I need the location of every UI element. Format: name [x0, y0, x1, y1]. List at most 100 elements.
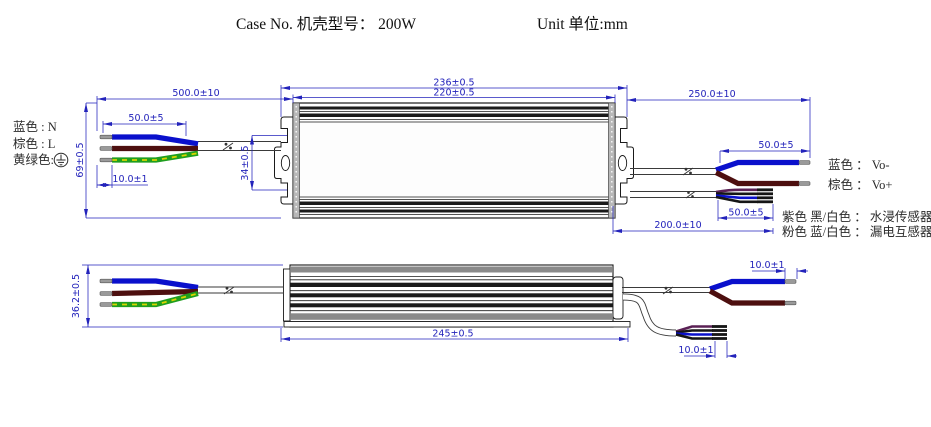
- top-sensor-wires: [630, 188, 773, 204]
- side-sensor-wires: [622, 293, 727, 340]
- drawing-header: Case No. 机壳型号： 200W Unit 单位:mm: [236, 15, 628, 33]
- output-blue-wire: [709, 278, 785, 292]
- input-brown-ferrule: [99, 146, 113, 151]
- sensor-wire-tip: [757, 200, 773, 204]
- dim-label: 10.0±1: [112, 174, 147, 185]
- dim-label: 500.0±10: [172, 88, 219, 99]
- legend-leakage-sensor: 粉色 蓝/白色 ： 漏电互感器: [782, 224, 931, 239]
- top-output-wires: [630, 159, 811, 187]
- dim-label: 245±0.5: [432, 329, 473, 340]
- dim-sensor-strip: 50.0±5: [717, 200, 774, 221]
- dim-label: 236±0.5: [433, 78, 474, 89]
- legend-brown-l: 棕色 : L: [13, 136, 55, 151]
- input-blue-wire: [112, 134, 199, 147]
- case-bottom-fins: [299, 196, 609, 215]
- side-view-dimensions: 36.2±0.5 245±0.5 10.0±1 10.0±1: [71, 260, 808, 358]
- ground-icon: [53, 152, 69, 168]
- case-no-title: Case No. 机壳型号： 200W: [236, 15, 416, 33]
- dim-label: 10.0±1: [749, 260, 784, 271]
- output-brown-ferrule: [798, 181, 811, 186]
- input-green-wire: [112, 150, 199, 163]
- legend-blue-n: 蓝色 : N: [13, 119, 57, 134]
- cable-break-mark: [222, 142, 234, 151]
- output-wire-legend: 蓝色 ： Vo- 棕色 ： Vo+ 紫色 黑/白色 ： 水浸传感器 粉色 蓝/白…: [782, 157, 931, 239]
- legend-yellow-green: 黄绿色:: [13, 152, 54, 167]
- dim-output-tip: 10.0±1: [749, 260, 808, 279]
- sensor-blue-white-wire: [675, 332, 713, 336]
- dim-label: 220±0.5: [433, 88, 474, 99]
- dim-input-cable: 500.0±10: [96, 88, 293, 131]
- sensor-pink-wire: [675, 333, 713, 340]
- case-end-plates: [292, 102, 616, 219]
- dim-label: 69±0.5: [75, 142, 86, 177]
- dim-mount-offset: 34±0.5: [240, 135, 287, 191]
- sensor-wire-tip: [712, 333, 727, 336]
- side-input-wires: [99, 278, 284, 308]
- dim-input-tip: 10.0±1: [96, 165, 148, 188]
- input-brown-wire: [111, 288, 199, 297]
- input-green-ferrule: [99, 302, 113, 307]
- dim-label: 50.0±5: [128, 113, 163, 124]
- dim-label: 10.0±1: [678, 345, 713, 356]
- sensor-wire-tip: [757, 188, 773, 192]
- dim-label: 36.2±0.5: [71, 274, 82, 318]
- dim-label: 50.0±5: [758, 140, 793, 151]
- input-yellow-stripe: [112, 152, 199, 161]
- input-blue-ferrule: [99, 134, 113, 140]
- sensor-wire-tip: [712, 337, 727, 340]
- sensor-wire-tip: [757, 196, 773, 200]
- right-mount-bracket: [615, 116, 634, 205]
- dim-label: 200.0±10: [654, 220, 701, 231]
- top-view-case: [274, 102, 634, 219]
- sensor-wire-tip: [712, 329, 727, 332]
- cable-break-mark: [662, 286, 674, 295]
- input-green-ferrule: [99, 157, 113, 163]
- dim-inner-length: 220±0.5: [292, 88, 616, 103]
- case-body-outline: [292, 102, 616, 219]
- dim-output-cable: 250.0±10: [627, 89, 811, 158]
- side-view: 36.2±0.5 245±0.5 10.0±1 10.0±1: [71, 260, 808, 358]
- right-bracket-slot: [617, 155, 628, 171]
- sensor-blue-white-wire: [715, 194, 758, 200]
- legend-brown-vo-plus: 棕色 ： Vo+: [828, 177, 892, 192]
- top-input-wires: [99, 134, 281, 163]
- sensor-black-white-wire: [675, 329, 713, 334]
- left-mount-bracket: [274, 116, 293, 205]
- output-blue-ferrule: [798, 160, 811, 165]
- input-brown-ferrule: [99, 291, 113, 296]
- dim-case-width: 69±0.5: [75, 102, 281, 219]
- cable-break-mark: [682, 167, 694, 176]
- dim-label: 34±0.5: [240, 145, 251, 180]
- sensor-purple-wire: [715, 188, 758, 194]
- input-yellow-stripe: [112, 292, 199, 306]
- cable-break-mark: [223, 286, 235, 295]
- cable-break-mark: [685, 191, 696, 199]
- output-brown-wire: [714, 170, 799, 187]
- side-base-plate: [283, 321, 631, 328]
- input-blue-wire: [112, 278, 199, 291]
- case-top-fins: [299, 106, 609, 123]
- top-view: 500.0±10 236±0.5 220±0.5 250.0±10: [13, 78, 931, 240]
- output-blue-ferrule: [784, 279, 797, 284]
- dim-output-strip: 50.0±5: [719, 140, 810, 163]
- top-view-dimensions: 500.0±10 236±0.5 220±0.5 250.0±10: [75, 78, 811, 234]
- sensor-wire-tip: [712, 325, 727, 328]
- unit-title: Unit 单位:mm: [537, 15, 628, 33]
- dim-sensor-cable: 200.0±10: [612, 206, 774, 234]
- legend-blue-vo-minus: 蓝色 ： Vo-: [828, 157, 890, 172]
- legend-water-sensor: 紫色 黑/白色 ： 水浸传感器: [782, 209, 931, 224]
- dim-case-length: 245±0.5: [280, 328, 629, 342]
- sensor-pink-wire: [715, 195, 758, 204]
- left-bracket-slot: [280, 155, 291, 171]
- output-blue-wire: [715, 159, 799, 173]
- side-output-wires: [622, 278, 797, 306]
- side-left-cap: [283, 268, 291, 322]
- dim-case-height: 36.2±0.5: [71, 264, 283, 328]
- sensor-purple-wire: [675, 325, 713, 333]
- input-blue-ferrule: [99, 278, 113, 284]
- sensor-wire-tip: [757, 192, 773, 196]
- dim-sensor-tip: 10.0±1: [678, 341, 737, 358]
- side-view-case: [283, 264, 631, 328]
